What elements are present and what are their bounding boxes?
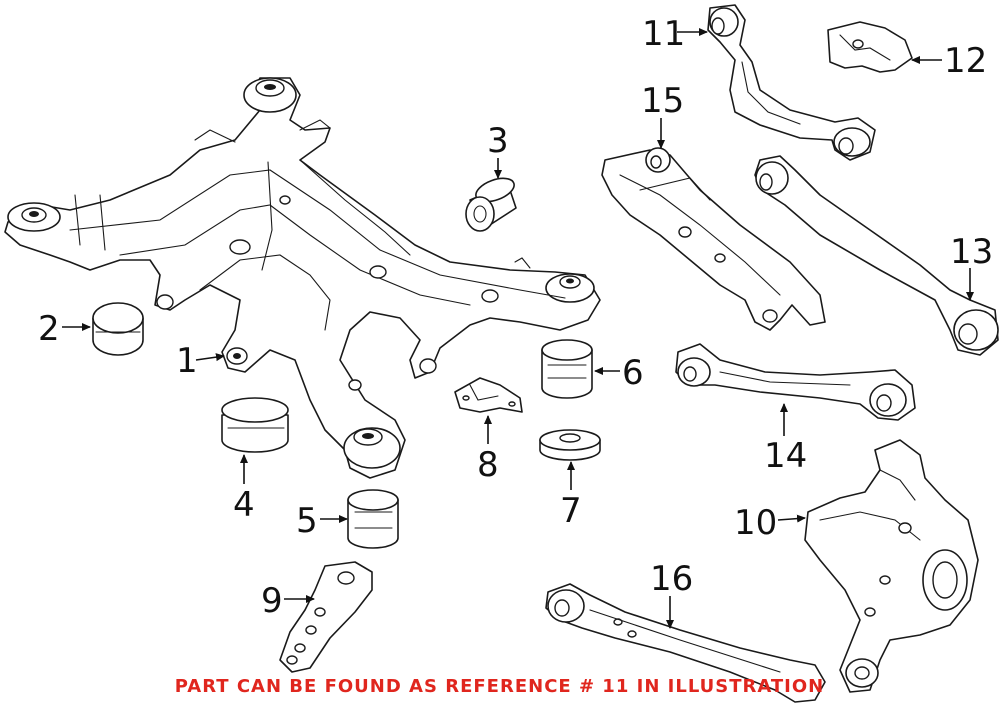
callout-5: 5 [296,501,348,541]
callout-2-label: 2 [38,309,60,349]
callout-12-label: 12 [944,41,987,81]
callout-15-label: 15 [641,81,684,121]
part-link-13[interactable] [754,155,999,356]
callout-4: 4 [233,454,255,525]
callout-16-label: 16 [650,559,693,599]
callout-6-label: 6 [622,353,644,393]
callout-14: 14 [764,403,807,476]
callout-8: 8 [477,415,499,485]
part-bracket-8[interactable] [454,377,523,413]
callout-3: 3 [487,121,509,179]
callout-7: 7 [560,461,582,531]
callout-12: 12 [911,41,987,81]
callout-10-arrow [777,514,806,523]
part-lower-arm-14[interactable] [675,343,916,421]
part-plate-9[interactable] [279,561,373,673]
callout-1-label: 1 [176,341,198,381]
callout-11-label: 11 [642,14,685,54]
part-mount-7[interactable] [539,429,601,461]
part-upper-arm-11[interactable] [707,4,876,161]
callout-9-label: 9 [261,581,283,621]
part-lower-link-16[interactable] [545,583,826,703]
part-bushing-4[interactable] [221,397,289,453]
callout-4-label: 4 [233,485,255,525]
part-bushing-6[interactable] [541,339,593,399]
callout-11: 11 [642,14,708,54]
callout-8-label: 8 [477,445,499,485]
part-subframe[interactable] [4,77,601,479]
callout-10: 10 [734,503,806,543]
part-trailing-arm-15[interactable] [601,147,826,331]
callout-9: 9 [261,581,315,621]
part-bracket-12[interactable] [827,21,913,73]
callout-10-label: 10 [734,503,777,543]
reference-note: PART CAN BE FOUND AS REFERENCE # 11 IN I… [174,676,825,697]
part-bushing-5[interactable] [347,489,399,549]
callout-6: 6 [594,353,644,393]
callout-15: 15 [641,81,684,149]
callout-13: 13 [950,232,993,301]
callout-1: 1 [176,341,225,381]
part-bushing-2[interactable] [92,302,144,356]
callout-16: 16 [650,559,693,629]
callout-2: 2 [38,309,91,349]
callout-5-label: 5 [296,501,318,541]
part-knuckle-10[interactable] [804,439,979,693]
callout-13-label: 13 [950,232,993,272]
callout-14-label: 14 [764,436,807,476]
callout-3-label: 3 [487,121,509,161]
part-bushing-3[interactable] [465,174,517,232]
callout-7-label: 7 [560,491,582,531]
callout-1-arrow [195,353,225,362]
